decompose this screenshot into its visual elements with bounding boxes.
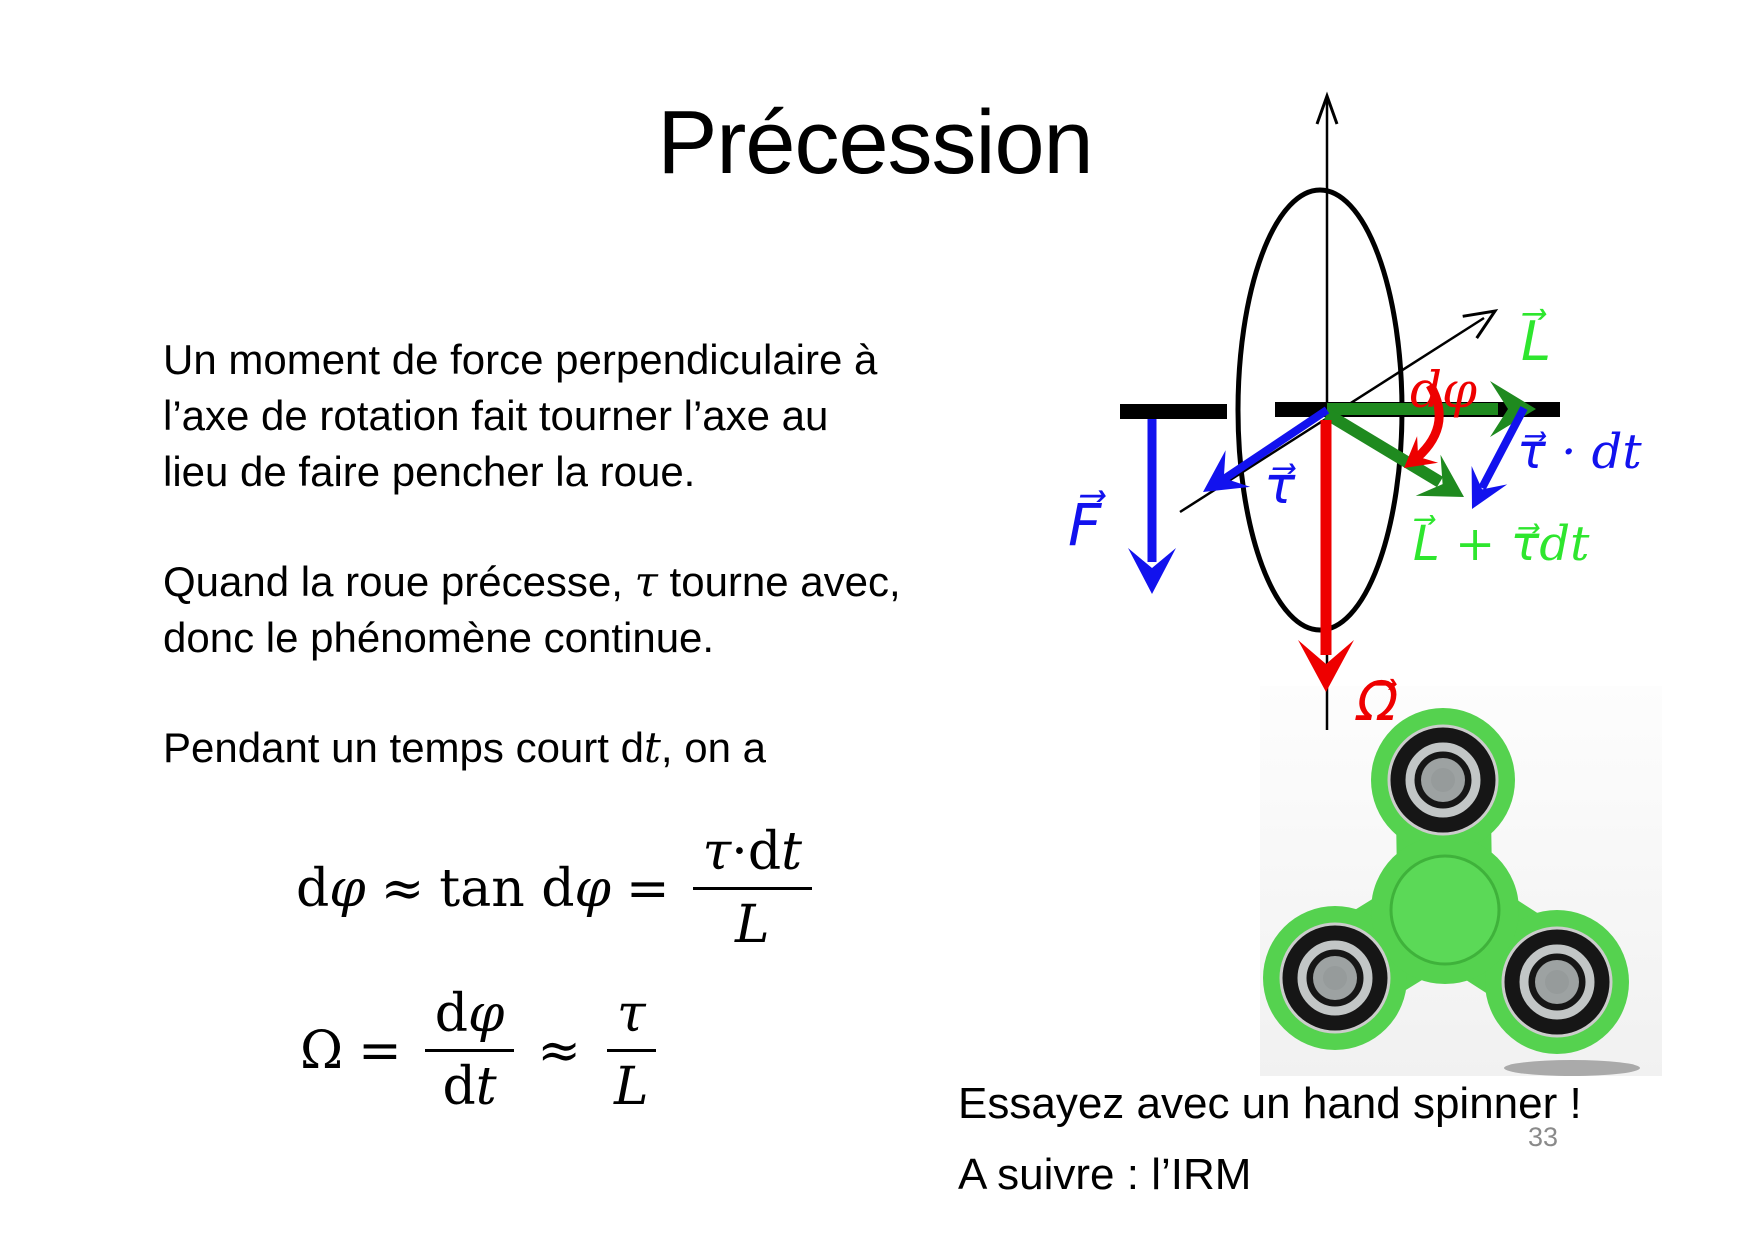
fraction-numerator: τ xyxy=(606,984,656,1052)
diagonal-arrowhead-icon xyxy=(1462,308,1499,339)
body-line: Pendant un temps court d xyxy=(163,724,644,771)
label-dphi: dφ xyxy=(1410,361,1477,419)
dot-operator: · xyxy=(731,822,748,882)
label-omega: Ω⃗ xyxy=(1355,670,1398,733)
spinner-bearing-right xyxy=(1501,926,1613,1038)
vector-L-plus-taudt-arrow xyxy=(1323,408,1464,497)
label-L-plus-taudt: L⃗ + τ⃗dt xyxy=(1413,514,1590,572)
tau-symbol: τ xyxy=(634,557,658,606)
vector-omega-arrow xyxy=(1298,420,1354,692)
math-tau: τ xyxy=(702,822,732,882)
equals-sign: = xyxy=(358,1020,402,1081)
body-line: Un moment de force perpendiculaire à xyxy=(163,336,878,383)
math-d: d xyxy=(442,1057,476,1117)
math-phi: φ xyxy=(574,858,611,919)
footer-line-2: A suivre : l’IRM xyxy=(958,1150,1252,1199)
math-tau: τ xyxy=(616,984,646,1044)
axis-up-arrowhead-icon xyxy=(1315,91,1339,125)
math-omega: Ω xyxy=(300,1020,344,1081)
equals-sign: = xyxy=(625,858,670,919)
math-t: t xyxy=(475,1057,497,1117)
label-tau-dt: τ⃗ · dt xyxy=(1517,424,1642,480)
math-d: d xyxy=(541,858,575,919)
fraction-denominator: L xyxy=(725,890,780,955)
math-L: L xyxy=(735,895,770,955)
math-L: L xyxy=(614,1057,649,1117)
page-number: 33 xyxy=(1528,1122,1559,1152)
spinner-bearing-left xyxy=(1279,922,1391,1034)
body-line: l’axe de rotation fait tourner l’axe au xyxy=(163,392,829,439)
body-line: , on a xyxy=(660,724,766,771)
vector-L-arrow xyxy=(1327,381,1536,437)
math-t: t xyxy=(781,822,803,882)
spinner-bearing-top xyxy=(1387,724,1499,836)
spinner-center-cap xyxy=(1389,854,1501,966)
vector-tau-arrow xyxy=(1203,406,1330,492)
spinner-shadow xyxy=(1504,1060,1640,1076)
body-line: Quand la roue précesse, xyxy=(163,558,635,605)
vector-tau-dt-arrow xyxy=(1471,406,1528,509)
label-tau: τ⃗ xyxy=(1264,456,1296,516)
label-F: F⃗ xyxy=(1068,489,1106,559)
dphi-curved-arrow xyxy=(1404,382,1444,468)
italic-t: t xyxy=(643,723,661,772)
body-line: donc le phénomène continue. xyxy=(163,614,715,661)
paragraph-2: Quand la roue précesse, τ tourne avec, d… xyxy=(163,554,993,666)
axle-bar-left xyxy=(1120,404,1227,419)
fraction: τ L xyxy=(604,984,659,1117)
math-d: d xyxy=(296,858,330,919)
body-line: tourne avec, xyxy=(657,558,901,605)
fidget-spinner-image xyxy=(1260,686,1662,1076)
paragraph-3: Pendant un temps court dt, on a xyxy=(163,720,993,776)
footer-line-1: Essayez avec un hand spinner ! xyxy=(958,1079,1582,1128)
math-phi: φ xyxy=(468,984,505,1044)
vector-F-arrow xyxy=(1128,419,1176,594)
approx-sign: ≈ xyxy=(380,858,425,919)
label-L: L⃗ xyxy=(1521,308,1551,373)
math-tan: tan xyxy=(439,858,525,919)
math-d: d xyxy=(434,984,468,1044)
math-d: d xyxy=(747,822,782,882)
fraction-denominator: L xyxy=(604,1052,659,1117)
slide-title: Précession xyxy=(657,93,1093,193)
approx-sign: ≈ xyxy=(537,1020,581,1081)
math-phi: φ xyxy=(329,858,366,919)
paragraph-1: Un moment de force perpendiculaire à l’a… xyxy=(163,332,993,500)
footer-text: Essayez avec un hand spinner ! A suivre … xyxy=(958,1068,1582,1210)
body-line: lieu de faire pencher la roue. xyxy=(163,448,696,495)
body-text: Un moment de force perpendiculaire à l’a… xyxy=(163,332,993,830)
